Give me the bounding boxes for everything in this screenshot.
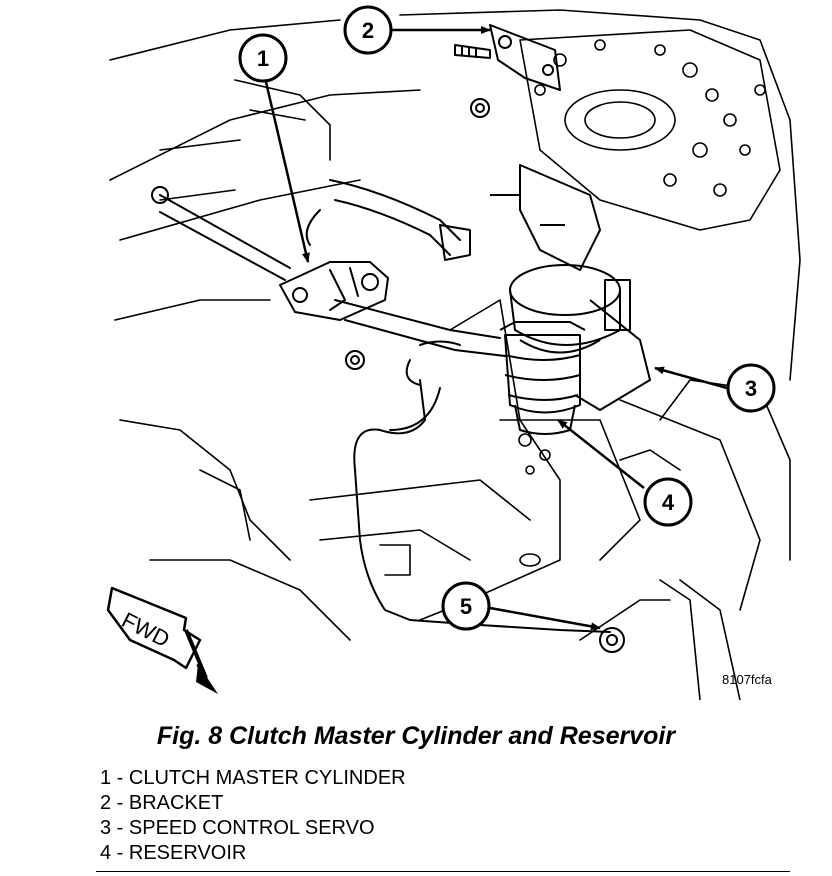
fwd-arrow-icon: FWD xyxy=(106,586,218,694)
callout-leaders xyxy=(264,26,728,631)
fasteners-drawing xyxy=(345,350,625,653)
figure-code: 8107fcfa xyxy=(722,672,772,687)
bottom-rule xyxy=(96,871,790,872)
callout-4: 4 xyxy=(643,477,693,527)
legend-list: 1 - CLUTCH MASTER CYLINDER 2 - BRACKET 3… xyxy=(100,766,406,866)
callout-5: 5 xyxy=(441,581,491,631)
legend-item: 2 - BRACKET xyxy=(100,792,224,814)
svg-text:2: 2 xyxy=(362,18,374,43)
svg-text:5: 5 xyxy=(460,594,472,619)
legend-item: 1 - CLUTCH MASTER CYLINDER xyxy=(100,767,406,789)
callout-3: 3 xyxy=(726,363,776,413)
legend-item: 3 - SPEED CONTROL SERVO xyxy=(100,817,375,839)
svg-text:4: 4 xyxy=(662,490,675,515)
figure-caption: Fig. 8 Clutch Master Cylinder and Reserv… xyxy=(156,722,676,750)
legend-item: 4 - RESERVOIR xyxy=(100,842,247,864)
diagram-figure: 1 2 3 4 5 FWD xyxy=(106,5,801,700)
clutch-master-cylinder-drawing xyxy=(151,179,611,633)
speed-control-servo-drawing xyxy=(509,264,651,411)
svg-text:1: 1 xyxy=(257,46,269,71)
bracket-drawing xyxy=(454,24,601,271)
callout-1: 1 xyxy=(238,33,288,83)
callout-2: 2 xyxy=(343,5,393,55)
svg-text:3: 3 xyxy=(745,376,757,401)
